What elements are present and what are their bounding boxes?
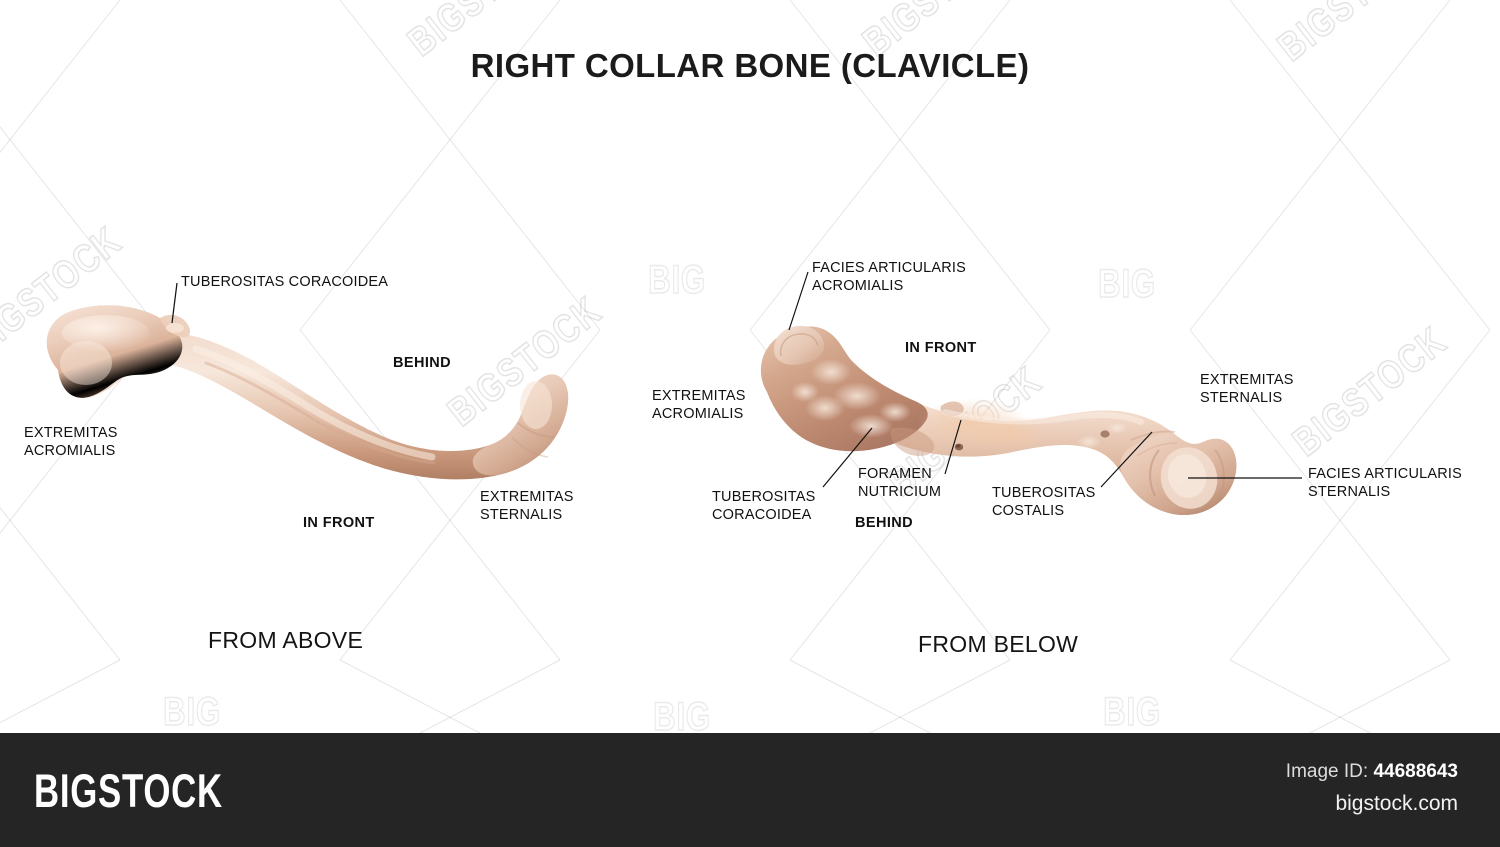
watermark-bigstock: BIGSTOCK: [1284, 318, 1455, 466]
clavicle-from-above-illustration: [46, 305, 569, 480]
label-extremitas-sternalis-below: EXTREMITAS STERNALIS: [1200, 372, 1294, 406]
label-behind-above: BEHIND: [393, 355, 451, 371]
image-id-value: 44688643: [1373, 761, 1458, 782]
label-tuberositas-coracoidea-below: TUBEROSITAS CORACOIDEA: [712, 489, 816, 523]
watermark-big: BIG: [163, 689, 221, 733]
caption-from-above: FROM ABOVE: [208, 627, 364, 653]
footer-bar: BIGSTOCK Image ID: 44688643 bigstock.com: [0, 733, 1500, 847]
watermark-big: BIG: [1103, 689, 1161, 733]
site-url[interactable]: bigstock.com: [1335, 792, 1458, 815]
label-in-front-above: IN FRONT: [303, 515, 375, 531]
label-tuberositas-costalis: TUBEROSITAS COSTALIS: [992, 485, 1096, 519]
watermark-big: BIG: [648, 257, 706, 303]
label-tuberositas-coracoidea-above: TUBEROSITAS CORACOIDEA: [181, 274, 389, 290]
label-extremitas-acromialis-below: EXTREMITAS ACROMIALIS: [652, 388, 746, 422]
label-foramen-nutricium: FORAMEN NUTRICIUM: [858, 466, 942, 500]
label-extremitas-acromialis-above: EXTREMITAS ACROMIALIS: [24, 425, 118, 459]
image-id-line: Image ID: 44688643: [1286, 761, 1458, 783]
label-behind-below: BEHIND: [855, 515, 913, 531]
label-facies-articularis-acromialis: FACIES ARTICULARIS ACROMIALIS: [812, 260, 967, 294]
label-in-front-below: IN FRONT: [905, 340, 977, 356]
page-title: RIGHT COLLAR BONE (CLAVICLE): [470, 47, 1030, 84]
label-extremitas-sternalis-above: EXTREMITAS STERNALIS: [480, 489, 574, 523]
bigstock-logo[interactable]: BIGSTOCK: [34, 764, 223, 817]
clavicle-from-below-illustration: [760, 325, 1237, 516]
caption-from-below: FROM BELOW: [918, 631, 1079, 657]
footer-meta: Image ID: 44688643 bigstock.com: [1286, 761, 1458, 816]
image-id-label: Image ID:: [1285, 761, 1369, 782]
label-facies-articularis-sternalis: FACIES ARTICULARIS STERNALIS: [1308, 466, 1463, 500]
watermark-big: BIG: [653, 694, 711, 733]
